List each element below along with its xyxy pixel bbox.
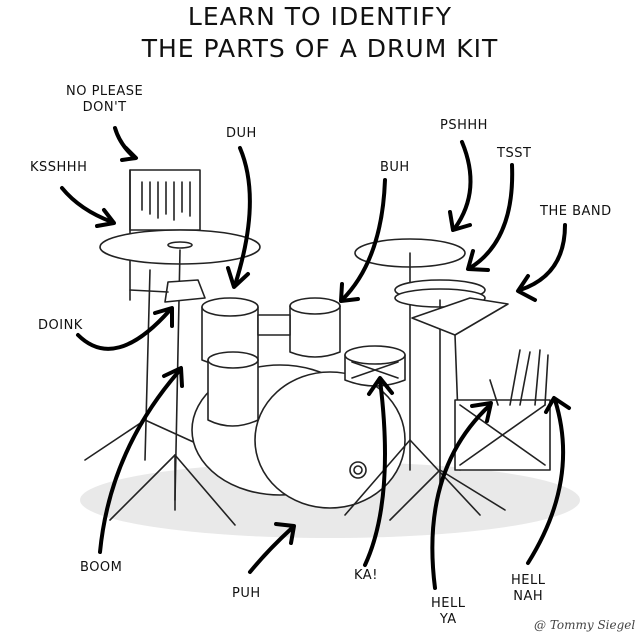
arrow-bin bbox=[526, 398, 566, 565]
arrow-bin-head bbox=[544, 396, 571, 414]
label-ride: PSHHH bbox=[440, 118, 488, 133]
label-snare: KA! bbox=[354, 568, 378, 583]
arrow-rack-tom bbox=[233, 146, 252, 287]
arrow-cowbell bbox=[76, 308, 172, 351]
title-line-1: LEARN TO IDENTIFY bbox=[187, 2, 453, 31]
label-chimes: NO PLEASE DON'T bbox=[66, 84, 144, 115]
label-hihat: TSST bbox=[497, 146, 532, 161]
label-crash: KSSHHH bbox=[30, 160, 88, 175]
label-floor-tom: BUH bbox=[380, 160, 410, 175]
cowbell bbox=[129, 279, 206, 303]
label-pad: THE BAND bbox=[540, 204, 612, 219]
label-bin: HELL NAH bbox=[511, 573, 546, 604]
arrow-bass-drum bbox=[248, 526, 294, 574]
label-bass-drum: PUH bbox=[232, 586, 261, 601]
arrow-ride-head bbox=[448, 210, 472, 232]
arrows bbox=[60, 126, 571, 590]
artist-signature: @ Tommy Siegel bbox=[534, 618, 636, 632]
tom-mount bbox=[257, 314, 291, 336]
arrow-ride bbox=[453, 140, 473, 230]
arrow-cowbell-head bbox=[153, 306, 174, 328]
arrow-bass-drum-head bbox=[274, 522, 296, 545]
arrow-crash bbox=[60, 186, 114, 224]
arrow-kick bbox=[98, 368, 182, 554]
arrow-hihat bbox=[468, 163, 515, 270]
arrow-pad bbox=[518, 223, 567, 292]
arrow-snare-head bbox=[367, 376, 394, 396]
arrow-sticks-bag-head bbox=[470, 401, 493, 423]
arrow-floor-tom bbox=[340, 178, 387, 302]
arrow-snare bbox=[363, 378, 387, 567]
label-sticks-bag: HELL YA bbox=[431, 596, 466, 627]
floor-tom bbox=[207, 351, 259, 427]
arrow-kick-head bbox=[162, 366, 184, 388]
arrow-crash-head bbox=[95, 208, 116, 228]
label-rack-tom: DUH bbox=[226, 126, 257, 141]
stick-bin bbox=[454, 349, 551, 471]
title-line-2: THE PARTS OF A DRUM KIT bbox=[141, 34, 499, 63]
arrow-hihat-head bbox=[466, 249, 490, 272]
arrow-rack-tom-head bbox=[226, 266, 250, 289]
rack-tom-left bbox=[201, 297, 259, 367]
arrow-chimes-head bbox=[120, 146, 138, 162]
arrow-pad-head bbox=[516, 274, 537, 302]
rack-tom-right bbox=[289, 297, 341, 358]
arrow-floor-tom-head bbox=[339, 282, 360, 303]
label-cowbell: DOINK bbox=[38, 318, 83, 333]
snare-drum bbox=[344, 345, 406, 387]
label-kick: BOOM bbox=[80, 560, 123, 575]
arrow-sticks-bag bbox=[430, 403, 492, 590]
